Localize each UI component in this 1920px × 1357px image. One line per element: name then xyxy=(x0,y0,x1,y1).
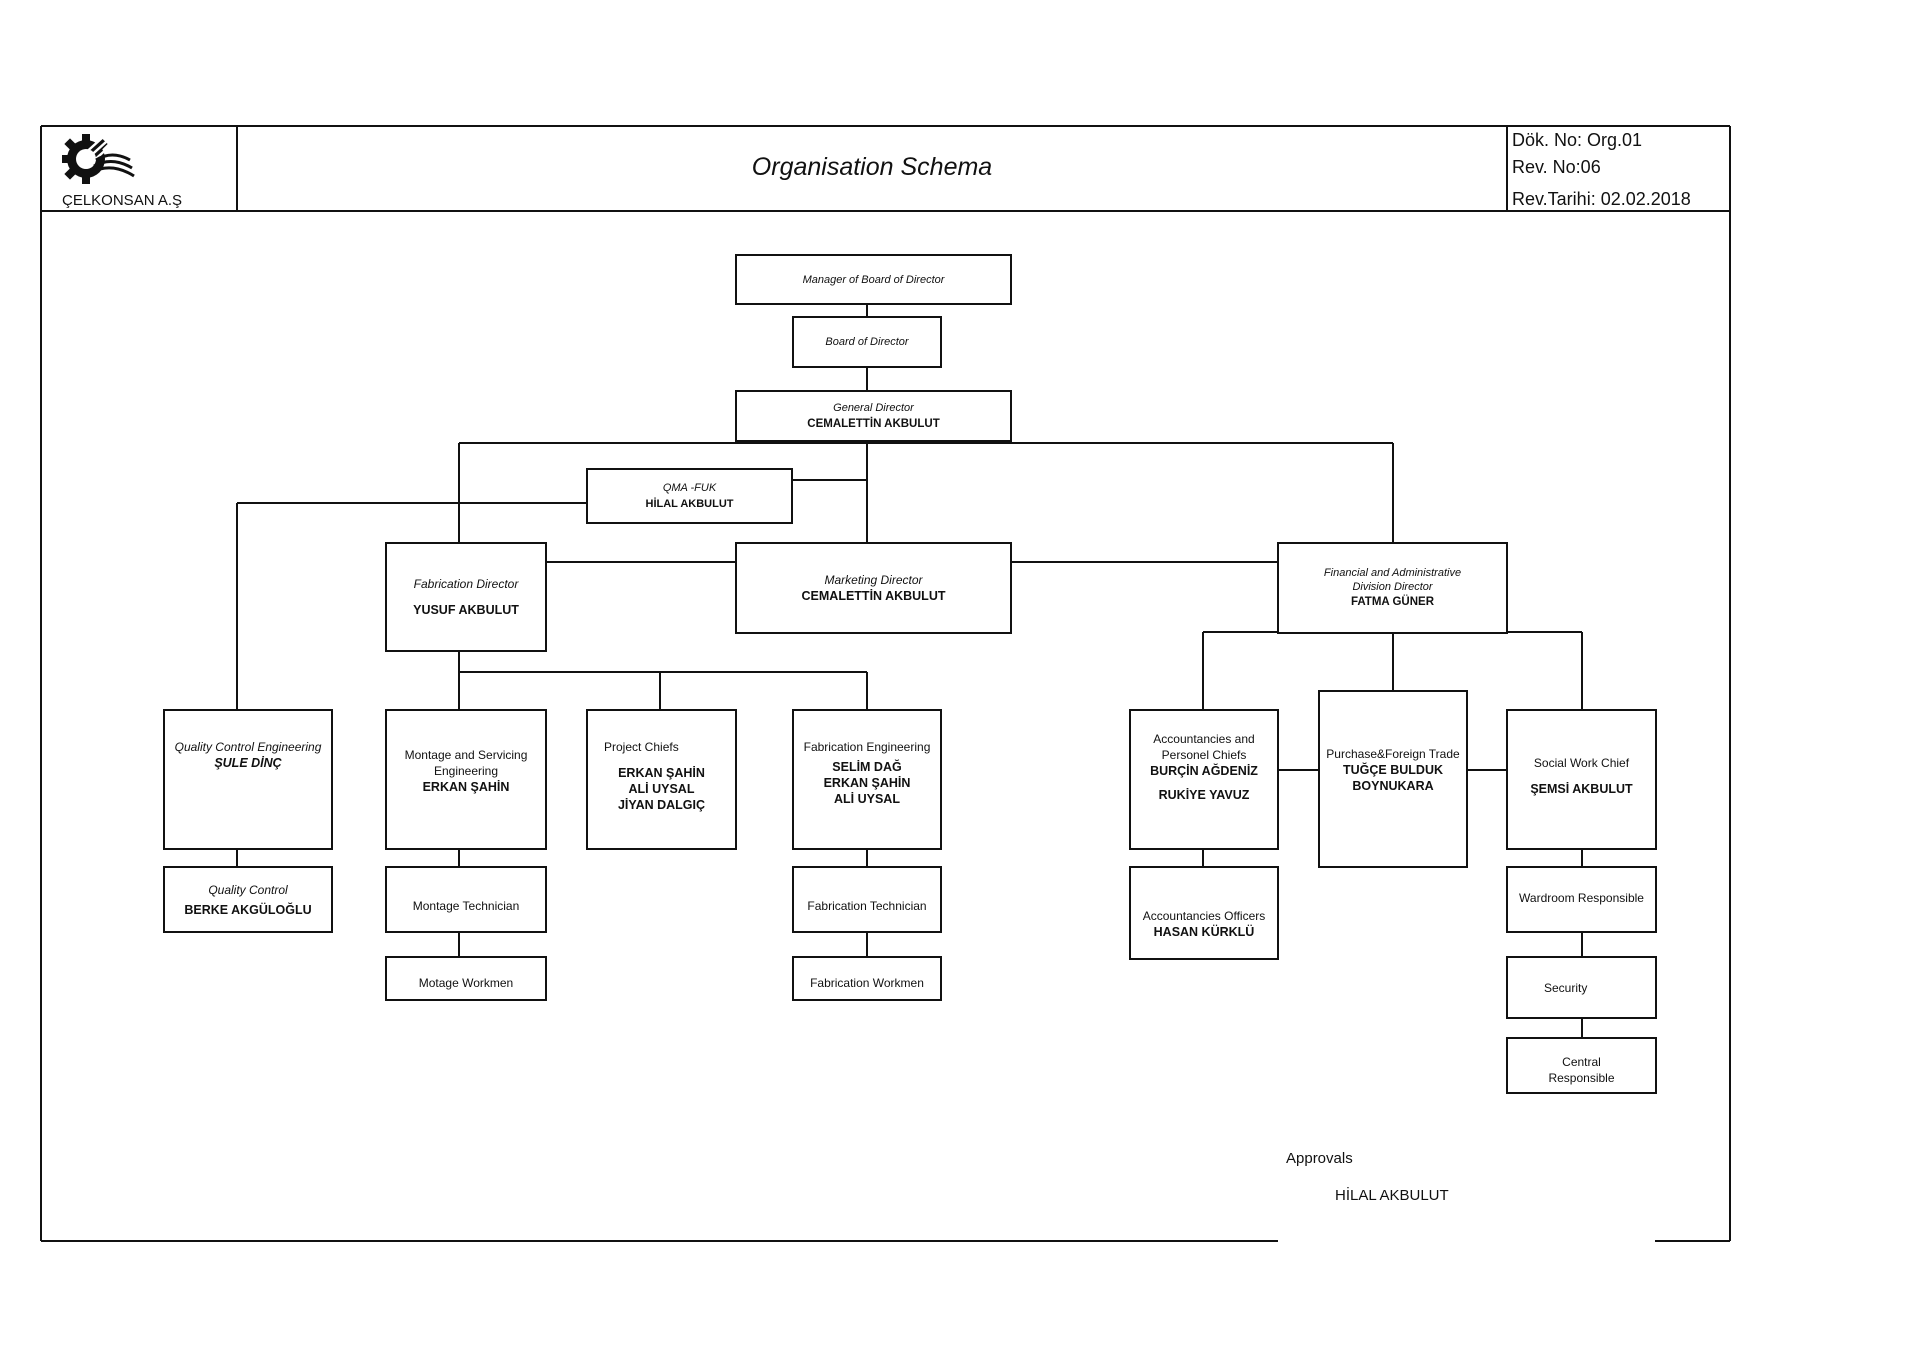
node-general-director: General Director CEMALETTİN AKBULUT xyxy=(735,390,1012,442)
node-accountancies-officers: Accountancies Officers HASAN KÜRKLÜ xyxy=(1129,866,1279,960)
company-logo-icon xyxy=(62,134,135,184)
node-qma: QMA -FUK HİLAL AKBULUT xyxy=(586,468,793,524)
node-role: Personel Chiefs xyxy=(1161,748,1247,762)
node-person: ALİ UYSAL xyxy=(834,792,900,806)
node-person: JİYAN DALGIÇ xyxy=(617,798,706,812)
node-social-work-chief: Social Work Chief ŞEMSİ AKBULUT xyxy=(1506,709,1657,850)
node-person: ŞULE DİNÇ xyxy=(214,756,282,770)
node-fabrication-engineering: Fabrication Engineering SELİM DAĞ ERKAN … xyxy=(792,709,942,850)
node-role: Quality Control xyxy=(208,882,288,897)
node-person: HASAN KÜRKLÜ xyxy=(1153,925,1255,939)
document-number: Dök. No: Org.01 xyxy=(1512,130,1643,150)
node-montage-workmen: Motage Workmen xyxy=(385,956,547,1001)
approvals-label: Approvals xyxy=(1286,1150,1353,1167)
node-financial-director: Financial and Administrative Division Di… xyxy=(1277,542,1508,634)
node-montage-technician: Montage Technician xyxy=(385,866,547,933)
node-role: Financial and Administrative xyxy=(1323,567,1462,579)
node-role: Security xyxy=(1544,980,1588,995)
node-person: ERKAN ŞAHİN xyxy=(422,780,510,794)
node-person: TUĞÇE BULDUK xyxy=(1343,763,1443,777)
node-project-chiefs: Project Chiefs ERKAN ŞAHİN ALİ UYSAL JİY… xyxy=(586,709,737,850)
node-accountancies-chiefs: Accountancies and Personel Chiefs BURÇİN… xyxy=(1129,709,1279,850)
node-role: Marketing Director xyxy=(824,573,923,587)
revision-number: Rev. No:06 xyxy=(1512,157,1601,177)
page-title: Organisation Schema xyxy=(751,153,993,181)
node-wardroom-responsible: Wardroom Responsible xyxy=(1506,866,1657,933)
node-role: Responsible xyxy=(1548,1070,1615,1085)
node-person: RUKİYE YAVUZ xyxy=(1158,788,1250,802)
node-person: ALİ UYSAL xyxy=(628,782,695,796)
node-person: HİLAL AKBULUT xyxy=(645,498,734,510)
node-role: Central xyxy=(1562,1054,1601,1069)
node-board-of-director: Board of Director xyxy=(792,316,942,368)
node-person: BERKE AKGÜLOĞLU xyxy=(184,902,312,917)
node-montage-engineering: Montage and Servicing Engineering ERKAN … xyxy=(385,709,547,850)
approvals-name: HİLAL AKBULUT xyxy=(1335,1187,1449,1204)
node-role: Social Work Chief xyxy=(1533,756,1630,770)
node-person: CEMALETTİN AKBULUT xyxy=(807,418,940,430)
node-person: FATMA GÜNER xyxy=(1350,596,1435,608)
node-person: ERKAN ŞAHİN xyxy=(823,776,911,790)
node-fabrication-workmen: Fabrication Workmen xyxy=(792,956,942,1001)
node-person: BURÇİN AĞDENİZ xyxy=(1150,764,1258,778)
node-security: Security xyxy=(1506,956,1657,1019)
node-person: BOYNUKARA xyxy=(1352,779,1434,793)
revision-date: Rev.Tarihi: 02.02.2018 xyxy=(1512,189,1691,209)
node-role: Accountancies and xyxy=(1153,732,1255,746)
node-role: Fabrication Director xyxy=(413,577,519,591)
node-role: Engineering xyxy=(433,764,499,778)
node-role: Accountancies Officers xyxy=(1142,909,1266,923)
node-role: Montage Technician xyxy=(412,898,520,913)
node-role: Project Chiefs xyxy=(604,740,679,754)
node-manager-of-board: Manager of Board of Director xyxy=(735,254,1012,305)
node-role: Fabrication Workmen xyxy=(810,975,924,990)
node-person: SELİM DAĞ xyxy=(832,760,902,774)
node-role: Division Director xyxy=(1352,581,1433,593)
node-role: Fabrication Technician xyxy=(807,898,927,913)
company-name: ÇELKONSAN A.Ş xyxy=(62,192,183,209)
node-person: YUSUF AKBULUT xyxy=(413,603,519,617)
node-role: General Director xyxy=(833,402,914,414)
node-role: Montage and Servicing xyxy=(404,748,528,762)
node-role: Board of Director xyxy=(825,336,909,348)
node-person: CEMALETTİN AKBULUT xyxy=(801,589,946,603)
node-role: Purchase&Foreign Trade xyxy=(1326,747,1460,761)
node-quality-control: Quality Control BERKE AKGÜLOĞLU xyxy=(163,866,333,933)
node-role: Wardroom Responsible xyxy=(1519,890,1644,905)
node-marketing-director: Marketing Director CEMALETTİN AKBULUT xyxy=(735,542,1012,634)
node-central-responsible: Central Responsible xyxy=(1506,1037,1657,1094)
node-person: ERKAN ŞAHİN xyxy=(618,766,705,780)
node-purchase-foreign-trade: Purchase&Foreign Trade TUĞÇE BULDUK BOYN… xyxy=(1318,690,1468,868)
node-role: Manager of Board of Director xyxy=(802,273,945,286)
node-role: QMA -FUK xyxy=(662,482,717,494)
node-fabrication-director: Fabrication Director YUSUF AKBULUT xyxy=(385,542,547,652)
node-fabrication-technician: Fabrication Technician xyxy=(792,866,942,933)
node-role: Quality Control Engineering xyxy=(174,740,322,754)
node-role: Motage Workmen xyxy=(418,975,514,990)
node-person: ŞEMSİ AKBULUT xyxy=(1530,782,1633,796)
node-qc-engineering: Quality Control Engineering ŞULE DİNÇ xyxy=(163,709,333,850)
node-role: Fabrication Engineering xyxy=(803,740,931,754)
